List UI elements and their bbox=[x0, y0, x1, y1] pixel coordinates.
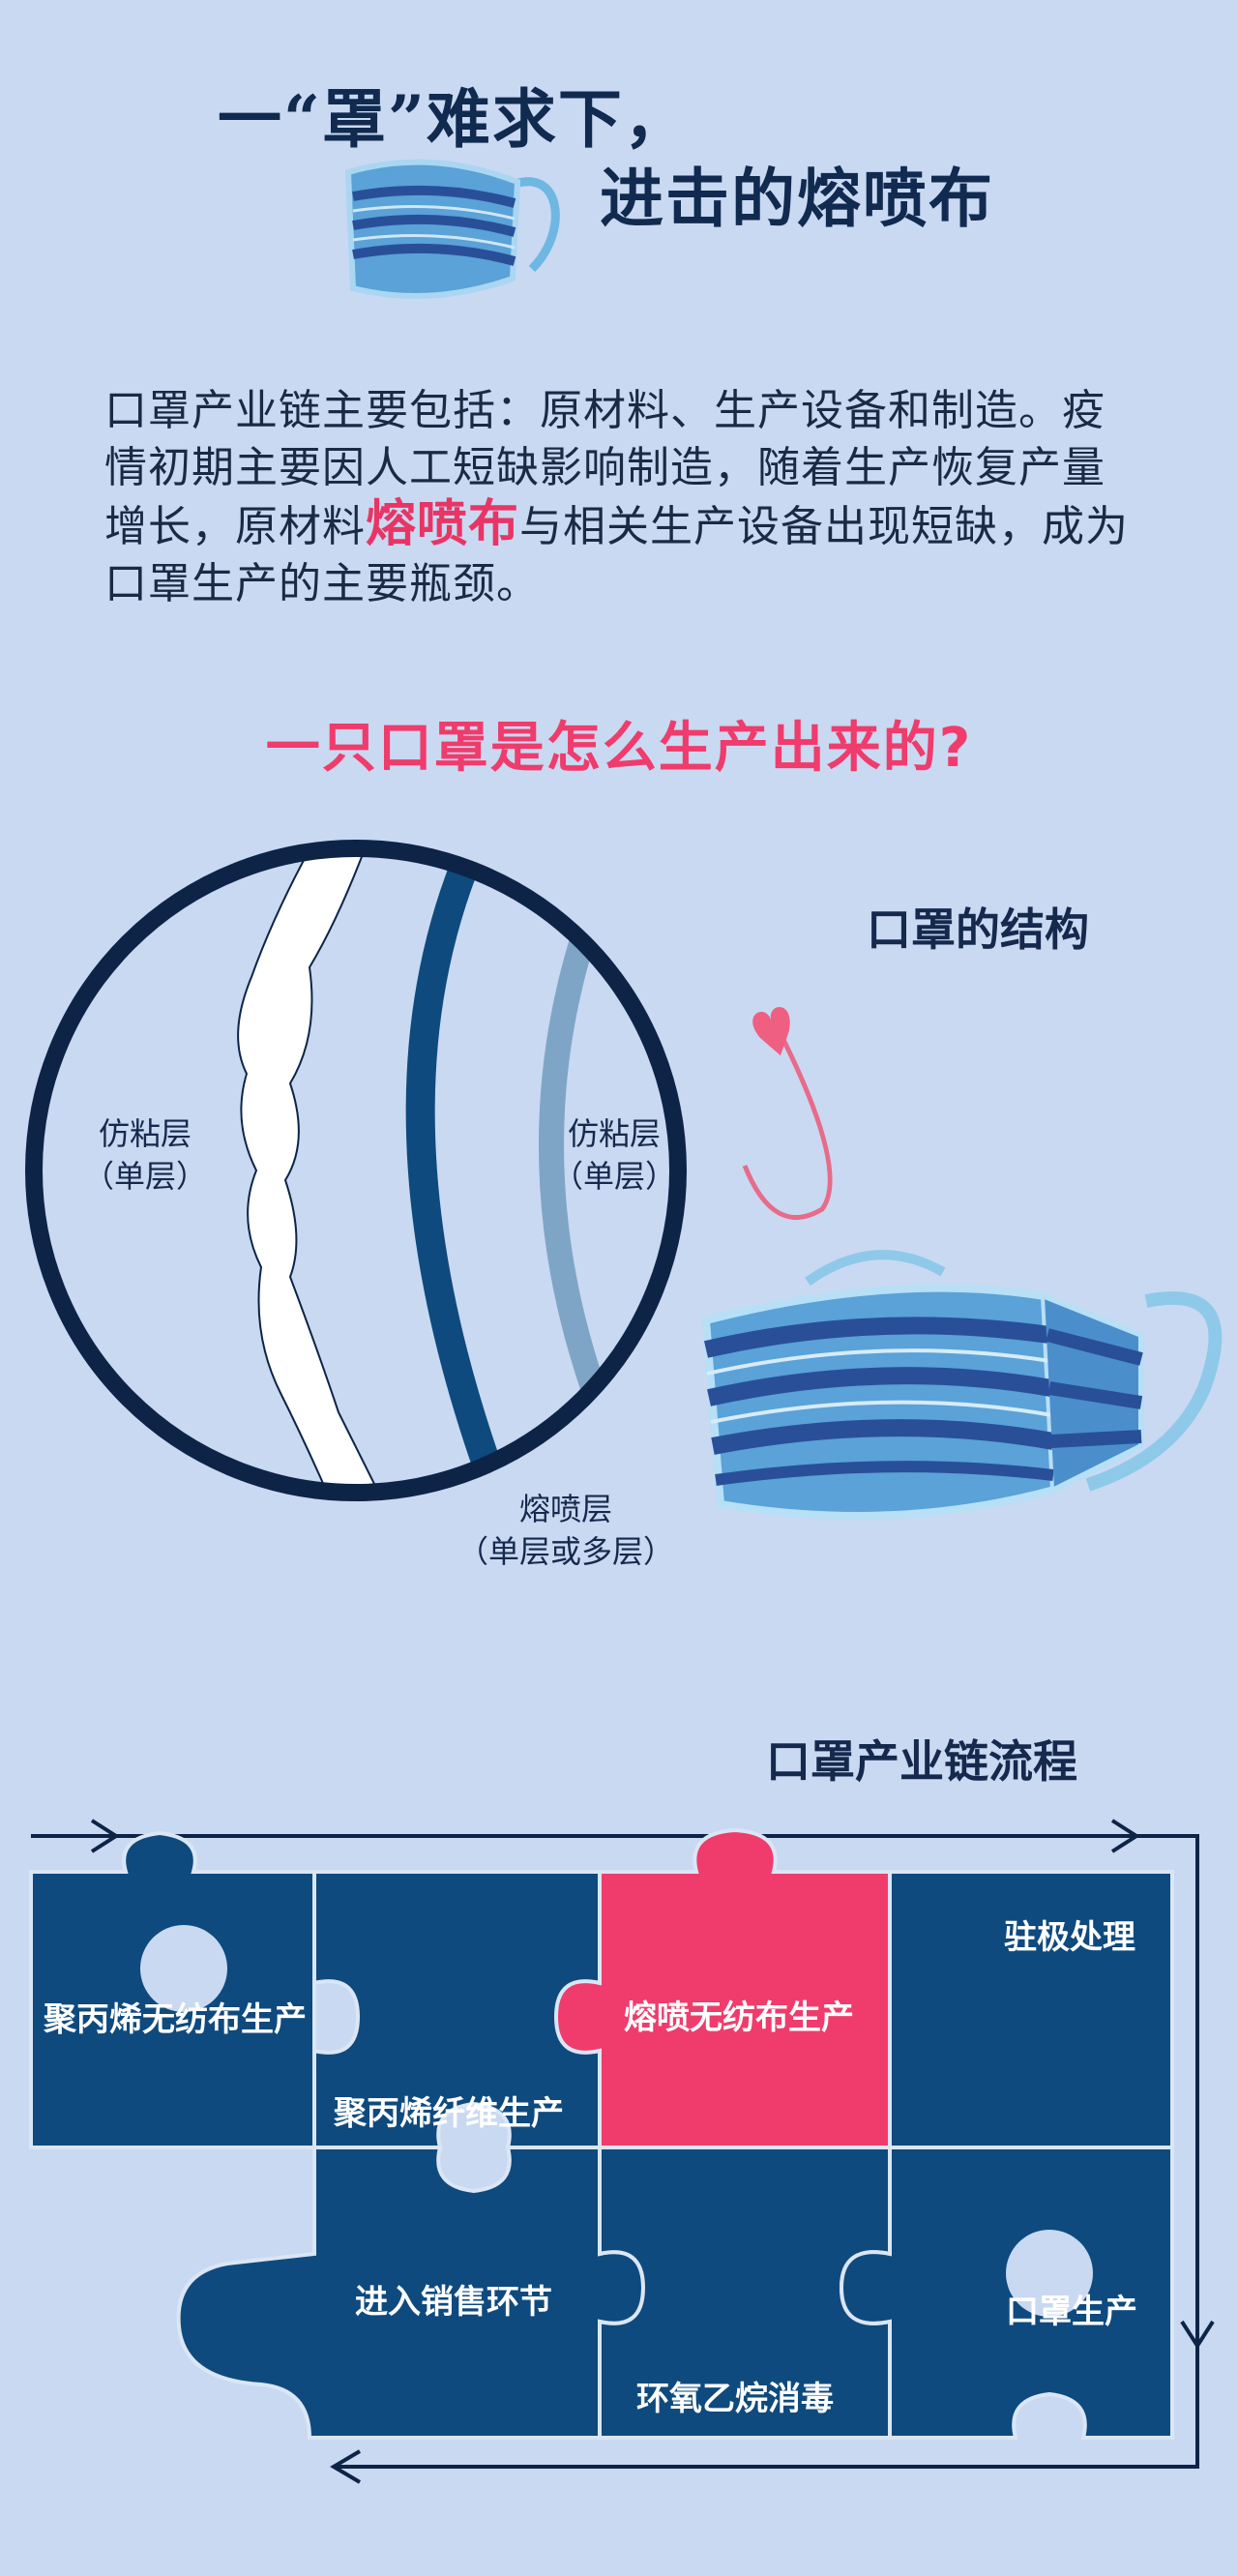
layer-label-right: 仿粘层 （单层） bbox=[551, 1115, 676, 1195]
structure-heading: 口罩的结构 bbox=[867, 903, 1089, 956]
intro-text-2: 与相关生产设备出现短缺，成为口罩生产的主要瓶颈。 bbox=[104, 502, 1130, 608]
puzzle-piece-7 bbox=[839, 2146, 1174, 2440]
inner-layer-shape bbox=[237, 848, 389, 1493]
title-line-2: 进击的熔喷布 bbox=[600, 161, 994, 236]
step-label-1: 聚丙烯无纺布生产 bbox=[44, 2000, 307, 2039]
mask-illustration bbox=[701, 1250, 1223, 1520]
step-label-5: 进入销售环节 bbox=[355, 2283, 552, 2322]
cutout-a bbox=[140, 1925, 227, 2012]
step-label-4: 驻极处理 bbox=[1004, 1918, 1135, 1957]
chain-heading: 口罩产业链流程 bbox=[766, 1735, 1077, 1788]
industry-chain-diagram bbox=[29, 1819, 1215, 2484]
melt-layer-arc bbox=[405, 848, 517, 1493]
mask-structure-diagram bbox=[25, 840, 1223, 1520]
step-label-3: 熔喷无纺布生产 bbox=[624, 1999, 854, 2037]
step-label-2: 聚丙烯纤维生产 bbox=[334, 2094, 564, 2133]
step-label-7: 口罩生产 bbox=[1006, 2293, 1137, 2331]
cutout-b bbox=[1006, 2230, 1093, 2317]
flow-arrow-icon bbox=[31, 1819, 1215, 2484]
section-question: 一只口罩是怎么生产出来的? bbox=[265, 717, 973, 780]
step-label-6: 环氧乙烷消毒 bbox=[636, 2380, 834, 2418]
mask-icon bbox=[344, 159, 560, 299]
intro-paragraph: 口罩产业链主要包括：原材料、生产设备和制造。疫情初期主要因人工短缺影响制造，随着… bbox=[104, 382, 1139, 612]
puzzle-piece-3 bbox=[553, 1827, 946, 2149]
layer-label-meltblown: 熔喷层 （单层或多层） bbox=[457, 1491, 674, 1570]
layer-label-left: 仿粘层 （单层） bbox=[82, 1115, 207, 1195]
heart-arrow-icon bbox=[742, 1007, 833, 1220]
title-line-1: 一“罩”难求下， bbox=[218, 81, 690, 157]
intro-text-1: 口罩产业链主要包括：原材料、生产设备和制造。疫情初期主要因人工短缺影响制造，随着… bbox=[104, 386, 1105, 551]
intro-highlight: 熔喷布 bbox=[366, 495, 520, 553]
